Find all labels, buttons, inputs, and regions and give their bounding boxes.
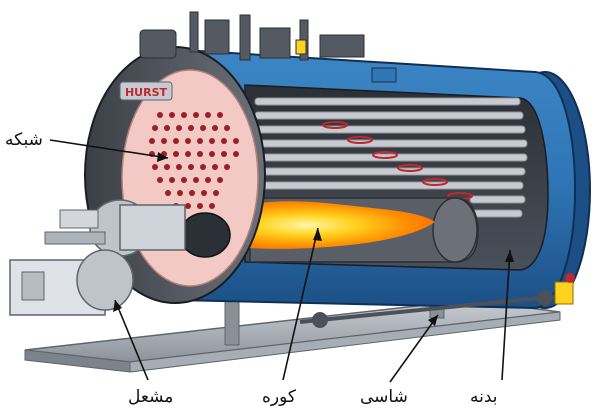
tube-sheet-holes — [149, 112, 239, 209]
label-grid: شبکه — [5, 130, 43, 150]
callout-lines — [49, 139, 511, 383]
furnace-callout-line — [282, 227, 319, 381]
chassis-callout-line — [389, 314, 439, 383]
callout-arrowheads — [113, 152, 514, 326]
burner-assembly — [9, 199, 186, 316]
feed-pipe — [299, 273, 575, 328]
nameplate — [119, 81, 173, 101]
label-furnace: کوره — [262, 387, 297, 407]
label-burner: مشعل — [128, 387, 173, 407]
top-fittings — [139, 11, 397, 83]
label-body: بدنه — [470, 387, 498, 407]
grid-callout-line — [49, 139, 169, 159]
label-chassis: شاسی — [360, 387, 408, 407]
shell-body — [148, 46, 577, 310]
nameplate-text: HURST — [125, 86, 168, 99]
body-callout-line — [501, 249, 511, 381]
fire-tubes — [254, 97, 528, 218]
burner-callout-line — [114, 299, 149, 381]
